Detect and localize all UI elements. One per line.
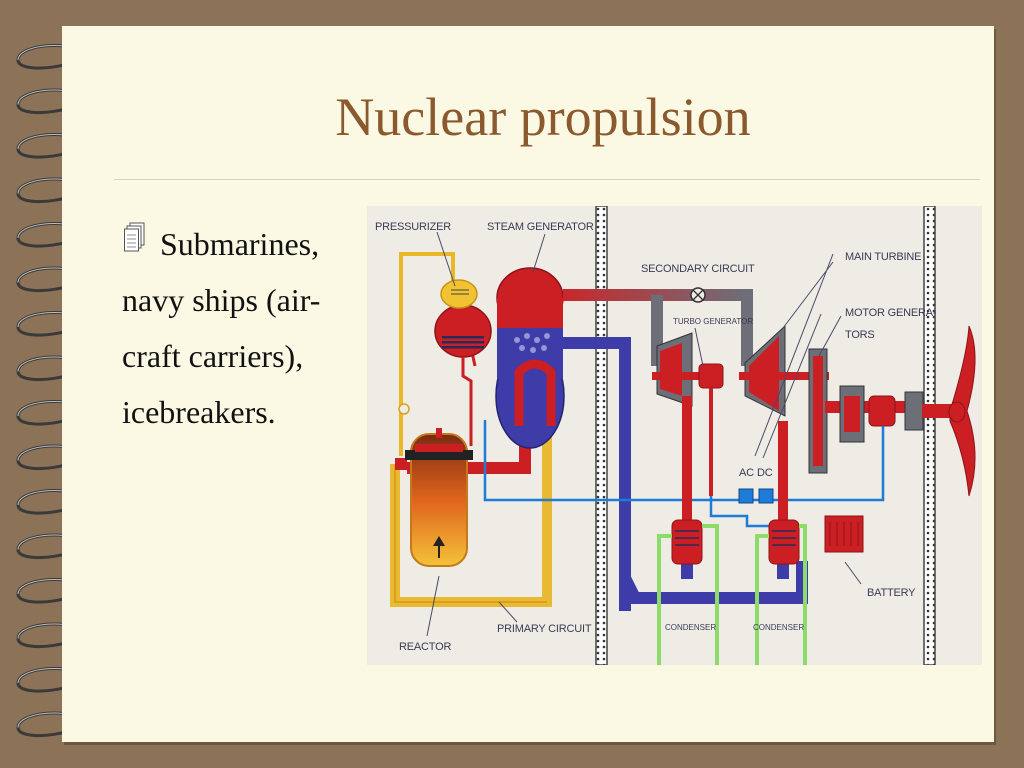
condenser [768, 519, 800, 565]
label-motor-generators-2: TORS [845, 329, 875, 341]
label-secondary-circuit: SECONDARY CIRCUIT [641, 263, 755, 275]
bullet-line: navy ships (air- [122, 282, 321, 318]
bullet-line: icebreakers. [122, 394, 276, 430]
pressurizer [434, 304, 492, 358]
bullet-text: Submarines, navy ships (air- craft carri… [122, 216, 372, 440]
bullet-line: craft carriers), [122, 338, 304, 374]
label-condenser-right: CONDENSER [753, 623, 804, 632]
slide-title: Nuclear propulsion [335, 87, 751, 147]
title-divider [114, 179, 980, 180]
label-main-turbine: MAIN TURBINE [845, 251, 921, 263]
label-ac: AC [739, 467, 754, 479]
notepad-icon [124, 222, 145, 252]
bulkhead [595, 206, 608, 665]
label-motor-generators: MOTOR GENERA- [845, 307, 937, 319]
condenser [671, 519, 703, 565]
label-battery: BATTERY [867, 587, 916, 599]
label-steam-generator: STEAM GENERATOR [487, 221, 594, 233]
label-pressurizer: PRESSURIZER [375, 221, 451, 233]
label-reactor: REACTOR [399, 641, 451, 653]
bullet-line: Submarines, [160, 226, 320, 262]
label-primary-circuit: PRIMARY CIRCUIT [497, 623, 592, 635]
label-dc: DC [757, 467, 773, 479]
propulsion-diagram: PRESSURIZER STEAM GENERATOR SECONDARY CI… [367, 206, 982, 665]
label-turbo-generator: TURBO GENERATOR [673, 317, 753, 326]
bulkhead [923, 206, 936, 665]
label-condenser-left: CONDENSER [665, 623, 716, 632]
